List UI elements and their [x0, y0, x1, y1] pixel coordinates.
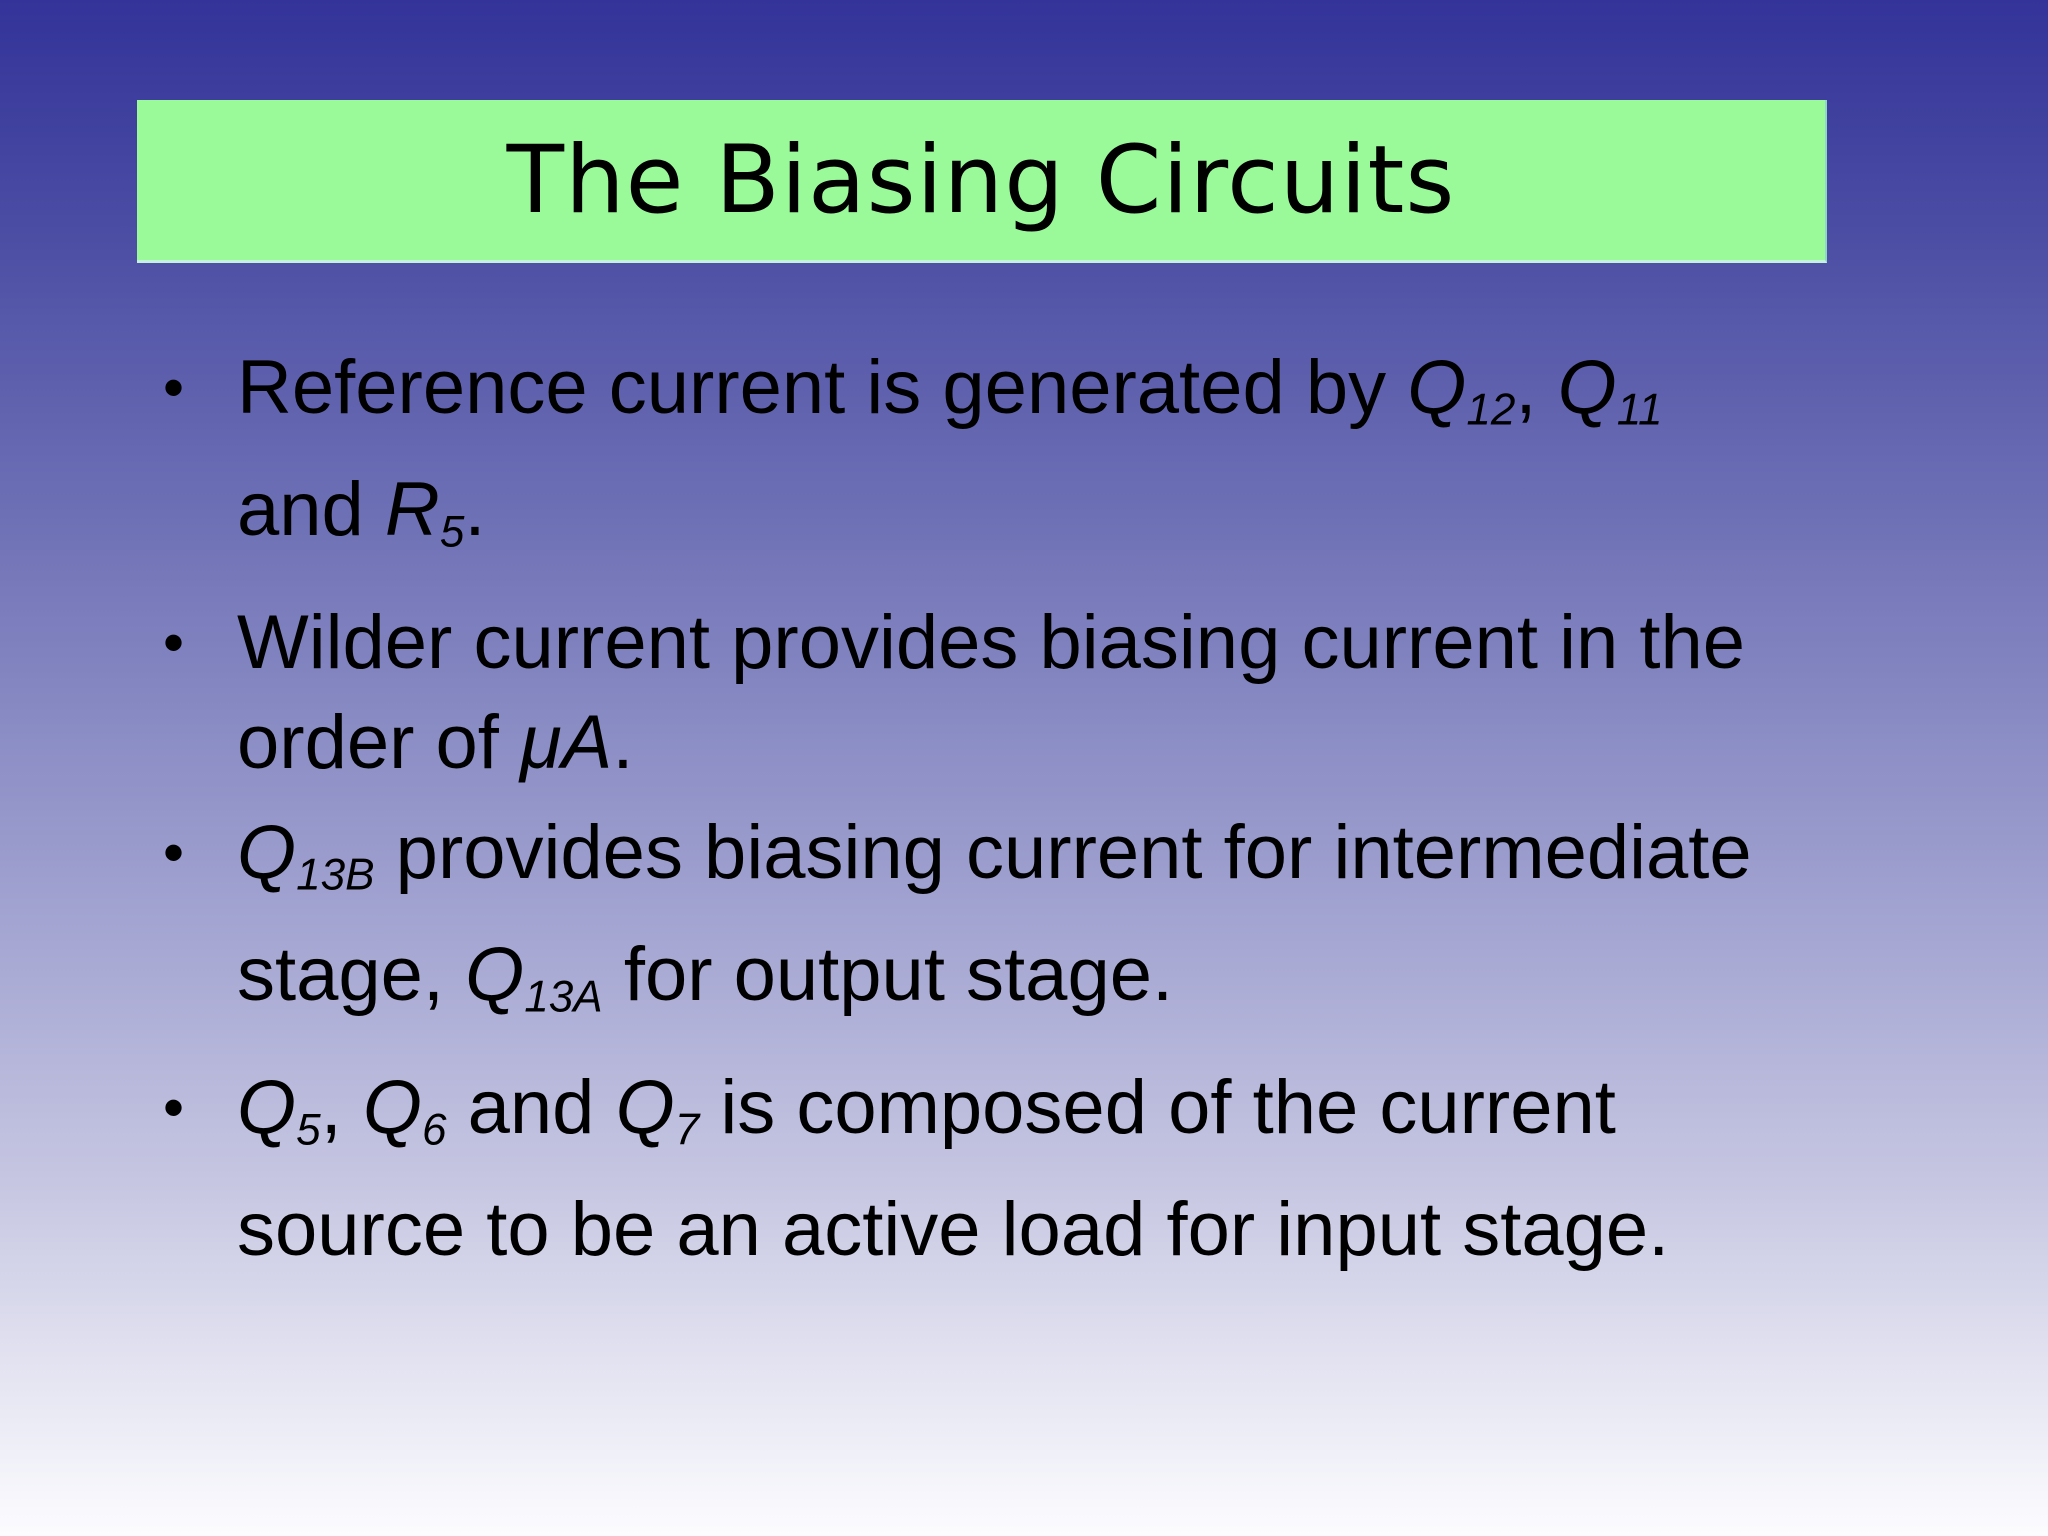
bullet-item: • Wilder current provides biasing current…: [163, 593, 1933, 793]
math-token: Q: [1557, 345, 1617, 430]
title-bar: The Biasing Circuits: [137, 100, 1827, 263]
bullet-text: Wilder current provides biasing current …: [237, 593, 1933, 793]
bullet-line: Q13B provides biasing current for interm…: [237, 803, 1933, 925]
bullet-marker: •: [163, 818, 185, 886]
bullet-line: Wilder current provides biasing current …: [237, 593, 1933, 693]
text-run: source to be an active load for input st…: [237, 1187, 1670, 1273]
bullet-marker: •: [163, 354, 185, 421]
math-token: 12: [1466, 385, 1516, 435]
text-run: ,: [1515, 345, 1558, 430]
slide-title: The Biasing Circuits: [506, 125, 1456, 235]
math-token: Q: [465, 932, 525, 1018]
text-run: .: [612, 699, 634, 785]
text-run: and: [237, 467, 385, 553]
text-run: Wilder current provides biasing current …: [237, 599, 1746, 685]
math-token: 5: [439, 507, 465, 557]
bullet-item: •Q13B provides biasing current for inter…: [163, 803, 1933, 1048]
math-token: Q: [237, 809, 297, 895]
math-token: Q: [1407, 345, 1467, 430]
math-token: Q: [237, 1064, 297, 1150]
text-run: order of: [237, 699, 521, 785]
math-token: 11: [1616, 385, 1663, 435]
text-run: provides biasing current for intermediat…: [374, 809, 1752, 895]
math-token: 7: [674, 1105, 700, 1155]
bullet-line: Q5, Q6 and Q7 is composed of the current: [237, 1058, 1933, 1180]
math-token: 13B: [296, 850, 375, 900]
bullet-list: • Reference current is generated by Q12, …: [163, 338, 1933, 1290]
text-run: for output stage.: [602, 932, 1174, 1018]
text-run: .: [464, 467, 486, 553]
math-token: 6: [422, 1105, 447, 1155]
bullet-marker: •: [163, 1073, 185, 1141]
text-run: is composed of the current: [699, 1064, 1616, 1150]
text-run: stage,: [237, 932, 466, 1018]
math-token: Q: [615, 1064, 675, 1150]
bullet-marker: •: [163, 608, 185, 676]
bullet-line: stage, Q13A for output stage.: [237, 925, 1933, 1047]
bullet-line: Reference current is generated by Q12, Q…: [237, 338, 1933, 460]
text-run: Reference current is generated by: [237, 345, 1408, 430]
bullet-line: and R5.: [237, 460, 1933, 582]
math-token: Q: [362, 1064, 422, 1150]
bullet-line: order of μA.: [237, 693, 1933, 793]
bullet-text: Reference current is generated by Q12, Q…: [237, 338, 1933, 583]
math-token: μA: [520, 699, 613, 785]
math-token: 13A: [524, 972, 603, 1022]
bullet-item: • Reference current is generated by Q12, …: [163, 338, 1933, 583]
bullet-item: •Q5, Q6 and Q7 is composed of the curren…: [163, 1058, 1933, 1280]
text-run: and: [446, 1064, 616, 1150]
bullet-text: Q5, Q6 and Q7 is composed of the current…: [237, 1058, 1933, 1280]
bullet-text: Q13B provides biasing current for interm…: [237, 803, 1933, 1048]
text-run: ,: [320, 1064, 363, 1150]
math-token: 5: [296, 1105, 321, 1155]
bullet-line: source to be an active load for input st…: [237, 1180, 1933, 1280]
math-token: R: [384, 467, 440, 553]
